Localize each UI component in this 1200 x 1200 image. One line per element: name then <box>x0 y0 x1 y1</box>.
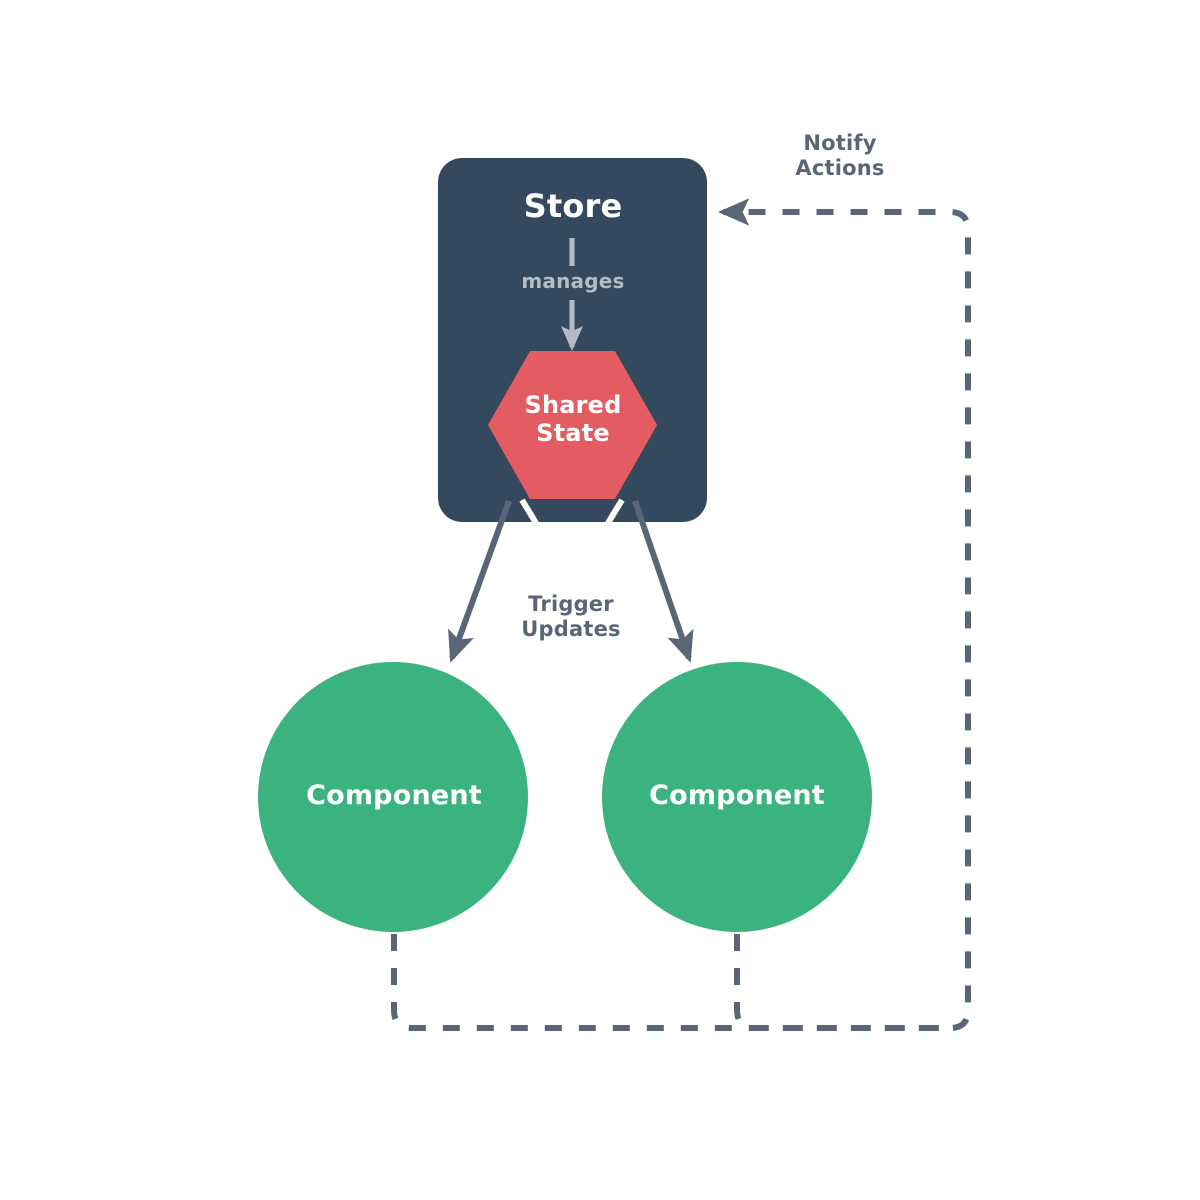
notify-edge-left <box>391 198 971 1031</box>
trigger-edge-right-inside <box>605 498 625 525</box>
trigger-edge-right <box>632 500 694 663</box>
component-right-node[interactable] <box>602 662 872 932</box>
component-left-node[interactable] <box>258 662 528 932</box>
shared-state-node[interactable] <box>488 351 657 499</box>
notify-edge-right <box>734 934 950 1031</box>
trigger-edge-left-inside <box>519 498 539 525</box>
trigger-edge-left <box>448 499 512 663</box>
